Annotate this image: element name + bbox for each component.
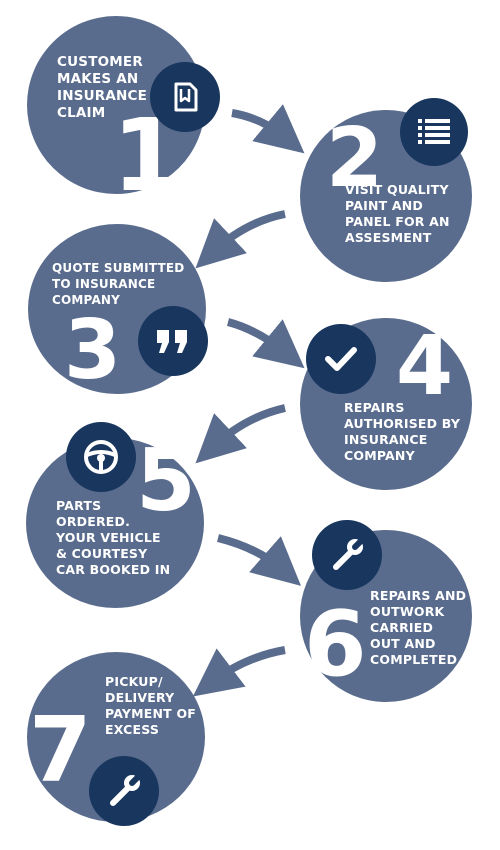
step-5-label: PARTS ORDERED. YOUR VEHICLE & COURTESY C… — [56, 498, 171, 577]
step-5-circle: 5 PARTS ORDERED. YOUR VEHICLE & COURTESY… — [26, 422, 204, 608]
steering-wheel-icon — [66, 422, 136, 492]
arrow-5-to-6 — [217, 534, 302, 586]
arrow-2-to-3 — [195, 210, 286, 269]
arrow-3-to-4 — [226, 318, 305, 369]
step-3-label: QUOTE SUBMITTED TO INSURANCE COMPANY — [52, 261, 185, 307]
arrow-4-to-5 — [195, 404, 286, 464]
list-icon — [400, 98, 468, 166]
arrow-1-to-2 — [231, 104, 305, 154]
step-1-label: CUSTOMER MAKES AN INSURANCE CLAIM — [57, 54, 148, 121]
wrench-icon — [312, 520, 382, 590]
step-3-circle: 3 QUOTE SUBMITTED TO INSURANCE COMPANY — [28, 224, 208, 398]
document-icon — [150, 62, 220, 132]
step-6-circle: 6 REPAIRS AND OUTWORK CARRIED OUT AND CO… — [300, 520, 472, 702]
wrench-icon — [89, 756, 159, 826]
arrow-6-to-7 — [192, 646, 286, 697]
step-7-circle: 7 PICKUP/ DELIVERY PAYMENT OF EXCESS — [27, 652, 205, 826]
step-1-circle: 1 CUSTOMER MAKES AN INSURANCE CLAIM — [27, 16, 220, 206]
step-2-circle: 2 VISIT QUALITY PAINT AND PANEL FOR AN A… — [300, 98, 472, 282]
step-7-label: PICKUP/ DELIVERY PAYMENT OF EXCESS — [105, 674, 197, 737]
checkmark-icon — [306, 324, 376, 394]
step-3-number: 3 — [64, 303, 122, 398]
quote-icon — [138, 306, 208, 376]
step-4-label: REPAIRS AUTHORISED BY INSURANCE COMPANY — [344, 400, 461, 463]
step-6-label: REPAIRS AND OUTWORK CARRIED OUT AND COMP… — [370, 588, 467, 667]
step-4-circle: 4 REPAIRS AUTHORISED BY INSURANCE COMPAN… — [300, 318, 472, 490]
step-2-label: VISIT QUALITY PAINT AND PANEL FOR AN ASS… — [345, 182, 450, 245]
